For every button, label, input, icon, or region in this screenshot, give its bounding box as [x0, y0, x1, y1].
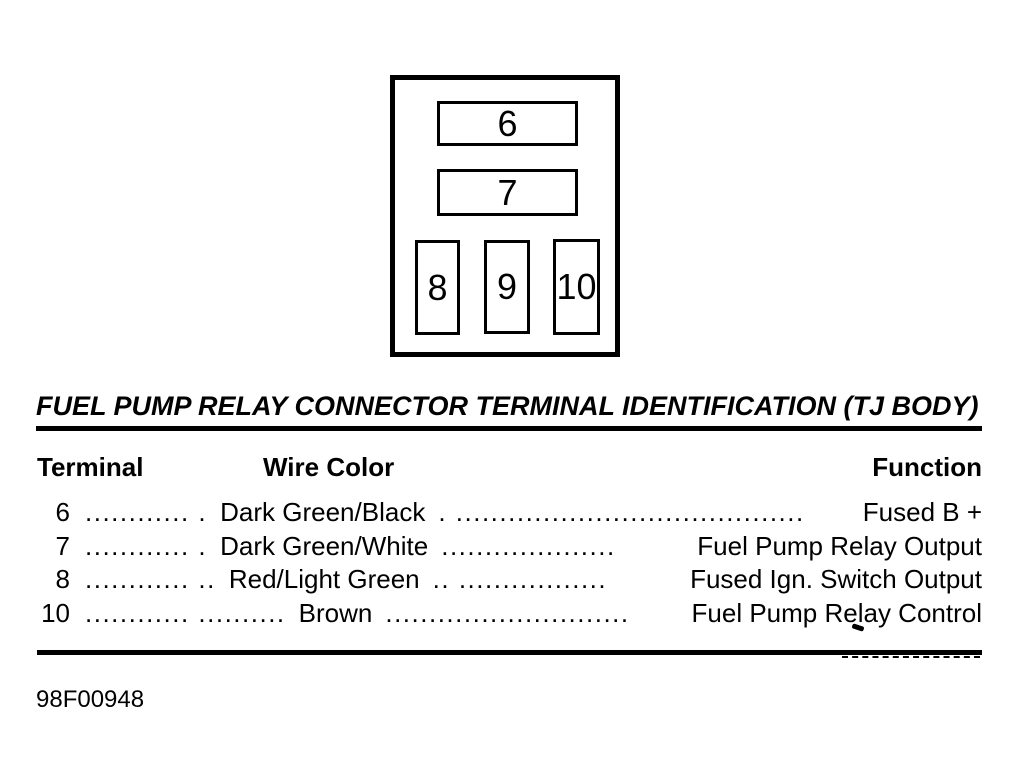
- terminal-label-6: 6: [497, 102, 518, 144]
- function-value: Fused Ign. Switch Output: [690, 564, 982, 595]
- fuel-pump-relay-connector-diagram: 6 7 8 9 10: [390, 75, 620, 357]
- terminal-number: 6: [55, 497, 70, 528]
- terminal-label-9: 9: [496, 266, 518, 307]
- column-header-wire-color: Wire Color: [263, 452, 395, 482]
- terminal-box-6: 6: [437, 101, 578, 146]
- scan-artifact-dashes: [842, 656, 980, 658]
- wire-color-value: Red/Light Green: [228, 564, 420, 595]
- terminal-box-10: 10: [553, 239, 600, 335]
- title-underline-rule: [36, 426, 982, 431]
- function-value: Fused B +: [862, 497, 982, 528]
- terminal-box-9: 9: [484, 240, 530, 334]
- wire-color-value: Dark Green/White: [220, 530, 429, 561]
- terminal-label-8: 8: [427, 266, 448, 308]
- dot-leader: ....................: [441, 530, 616, 561]
- table-row: 8 ............ .. Red/Light Green .. ...…: [37, 563, 982, 597]
- terminal-number: 7: [55, 530, 70, 561]
- terminal-label-7: 7: [497, 171, 518, 213]
- dot-leader: ............ .: [85, 530, 208, 561]
- wire-color-value: Brown: [298, 597, 373, 628]
- dot-leader: ............ ..........: [85, 597, 286, 628]
- dot-leader: ............................: [385, 597, 630, 628]
- wire-color-value: Dark Green/Black: [220, 497, 426, 528]
- table-row: 10 ............ .......... Brown .......…: [37, 597, 982, 631]
- terminal-table: 6 ............ . Dark Green/Black . ....…: [37, 496, 982, 630]
- function-value: Fuel Pump Relay Output: [697, 530, 982, 561]
- bottom-rule: [37, 650, 982, 655]
- dot-leader: .. .................: [432, 564, 608, 595]
- dot-leader: ............ .: [85, 497, 208, 528]
- terminal-number: 10: [41, 597, 70, 628]
- table-row: 7 ............ . Dark Green/White ......…: [37, 530, 982, 564]
- table-row: 6 ............ . Dark Green/Black . ....…: [37, 496, 982, 530]
- column-header-function: Function: [872, 452, 982, 482]
- terminal-label-10: 10: [556, 266, 597, 307]
- figure-title: FUEL PUMP RELAY CONNECTOR TERMINAL IDENT…: [36, 391, 979, 421]
- column-header-terminal: Terminal: [37, 452, 144, 482]
- table-header-row: Terminal Wire Color Function: [37, 452, 982, 482]
- function-value: Fuel Pump Relay Control: [691, 597, 982, 628]
- figure-id: 98F00948: [36, 686, 145, 713]
- dot-leader: ............ ..: [85, 564, 216, 595]
- terminal-number: 8: [55, 564, 70, 595]
- dot-leader: . ......................................…: [438, 497, 805, 528]
- terminal-box-7: 7: [437, 169, 578, 216]
- terminal-box-8: 8: [415, 240, 460, 335]
